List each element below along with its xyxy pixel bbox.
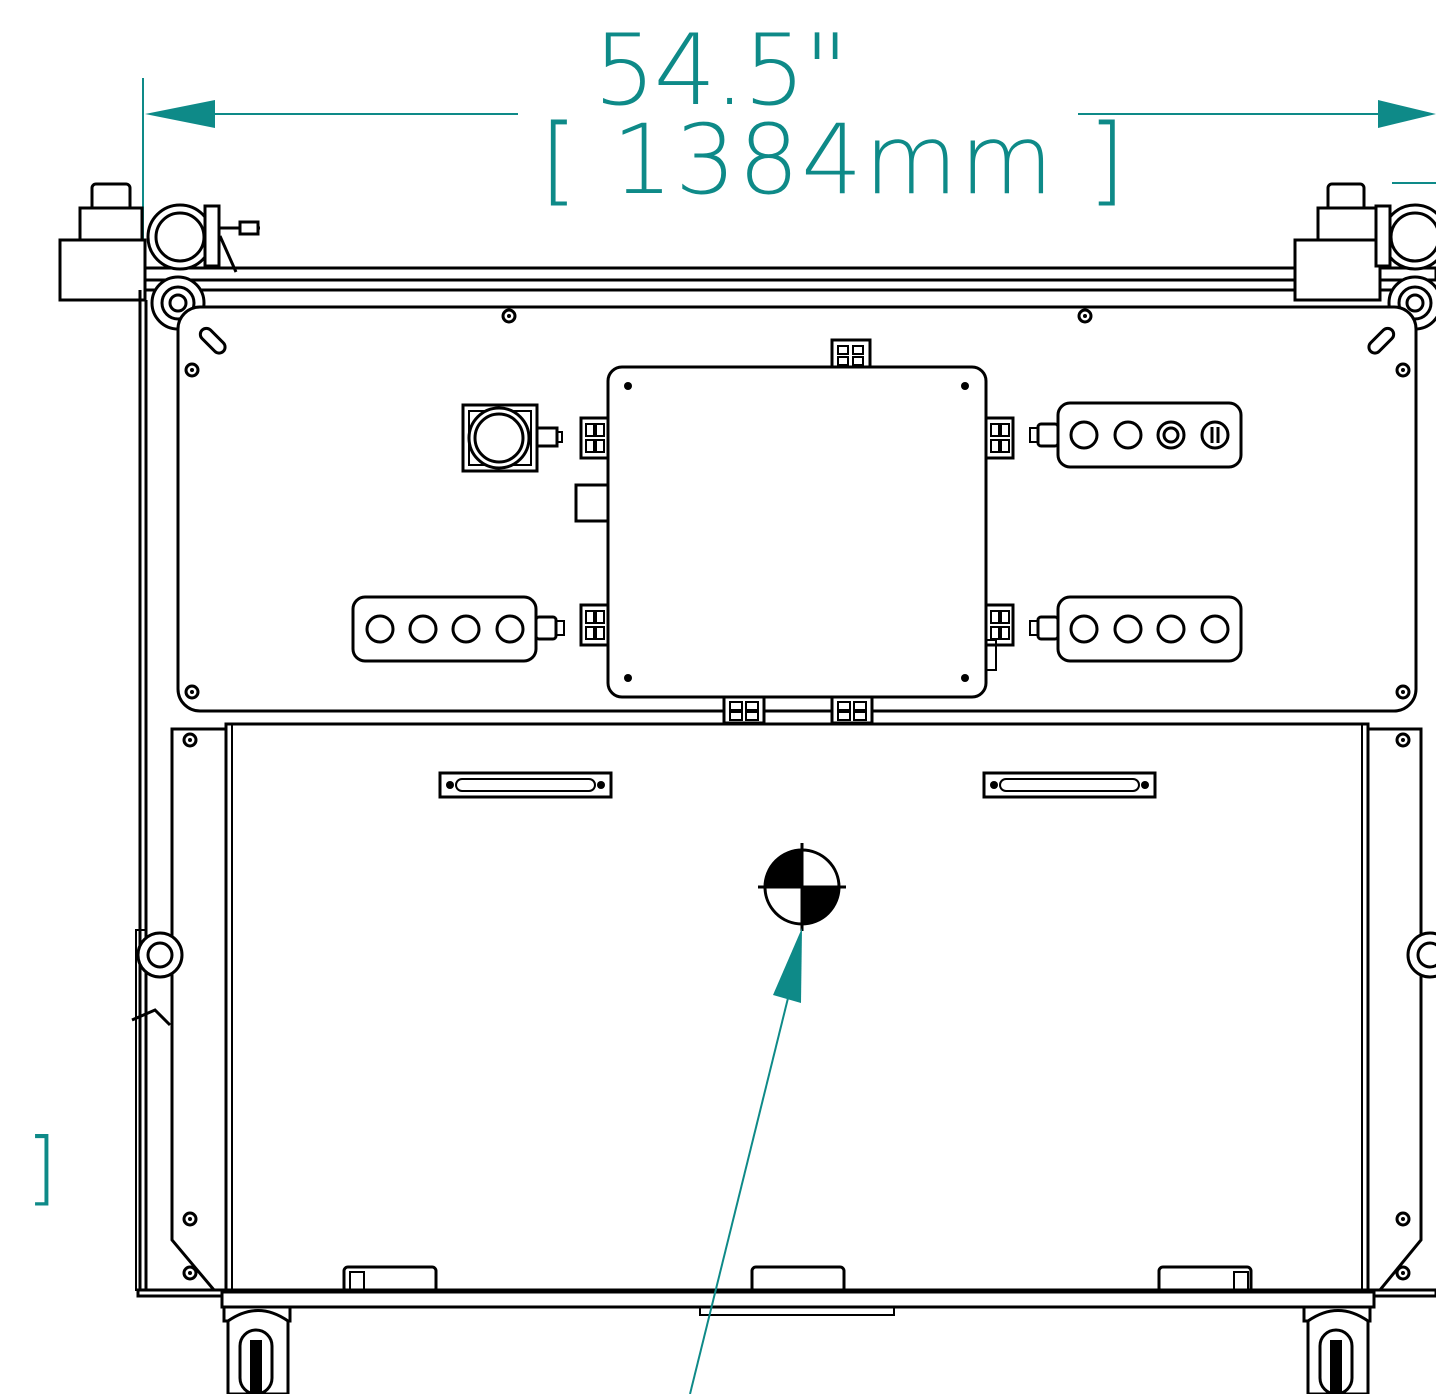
left-roller-assembly [58,182,260,331]
terminal-block-right-lower [984,603,1015,647]
emergency-stop-icon [461,403,563,473]
button-station-lower-left [351,595,565,663]
top-rail [138,266,1436,292]
terminal-block-left-upper [579,416,610,460]
button-station-lower-right [1029,595,1243,663]
cog-leader-arrow [773,928,802,1003]
lower-cabinet [170,722,1423,1294]
left-frame-post [135,290,148,1291]
cog-leader-line [689,928,802,1394]
side-dimension-bracket: ] [26,1121,58,1214]
right-roller-assembly [1293,182,1436,331]
dimension-arrow-right [1378,100,1436,128]
side-sprocket-left [131,931,184,1027]
dimension-inches: 54.5" [593,14,848,128]
terminal-block-bottom-left [722,695,766,725]
dimension-arrow-left [145,100,215,128]
central-enclosure [574,338,1015,725]
terminal-block-right-upper [984,416,1015,460]
base-rail [136,1288,1436,1316]
button-station-upper-right [1029,401,1243,469]
terminal-block-top [830,338,872,369]
terminal-block-bottom-right [830,695,874,725]
terminal-block-left-lower [579,603,610,647]
center-of-gravity-icon [758,843,846,931]
dimension-millimeters: [ 1384mm ] [540,104,1128,216]
width-dimension-line [142,78,1436,300]
handle-right [982,771,1157,799]
handle-left [438,771,613,799]
caster-left [222,1305,292,1394]
caster-right [1302,1305,1372,1394]
side-sprocket-right [1406,931,1436,979]
